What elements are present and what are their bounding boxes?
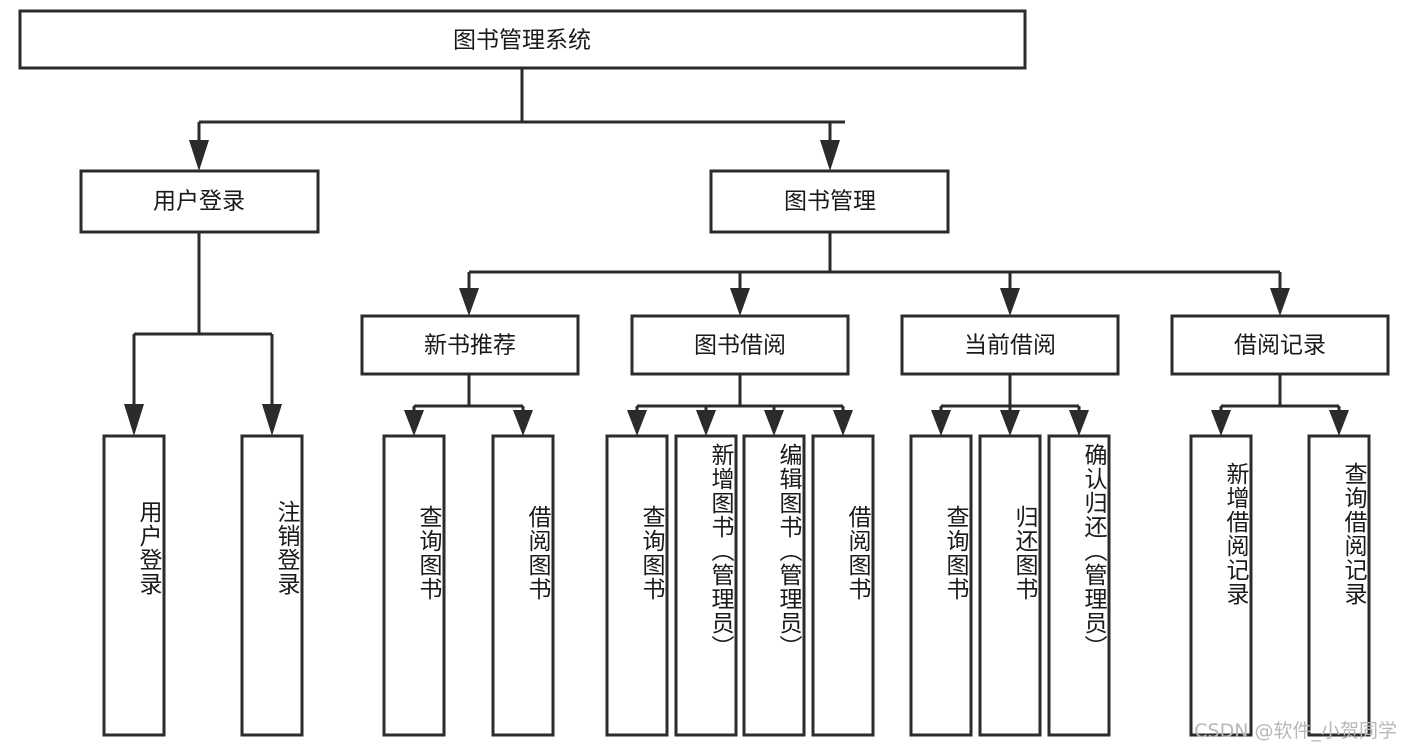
arrow-head-nb-leaf-1 [404, 410, 424, 436]
node-borrow-record-box[interactable] [1170, 314, 1390, 376]
node-new-book-recommend-label: 新书推荐 [424, 333, 516, 359]
node-new-book-recommend[interactable]: 新书推荐 [360, 314, 580, 376]
arrow-head-cb-leaf-3 [1069, 410, 1089, 436]
arrow-head-bb-leaf-4 [833, 410, 853, 436]
leaf-box-current-borrow-2[interactable] [978, 434, 1042, 737]
arrow-head-br-leaf-1 [1211, 410, 1231, 436]
node-root-label: 图书管理系统 [453, 28, 591, 54]
leaf-box-new-book-2[interactable] [491, 434, 555, 737]
watermark-text: CSDN @软件_小贺同学 [1194, 720, 1397, 742]
node-user-login[interactable]: 用户登录 [79, 169, 320, 234]
node-root-box[interactable] [18, 9, 1027, 70]
arrow-head-leaf-user-login [124, 404, 144, 436]
arrow-head-new-book [459, 288, 479, 316]
connector-group-root [189, 68, 845, 171]
leaf-box-book-borrow-2[interactable] [674, 434, 738, 737]
arrow-head-borrow-record [1270, 288, 1290, 316]
leaf-box-borrow-record-1[interactable] [1189, 434, 1253, 737]
leaf-box-book-borrow-1[interactable] [605, 434, 669, 737]
node-book-borrow-box[interactable] [630, 314, 850, 376]
arrow-head-bb-leaf-1 [627, 410, 647, 436]
leaf-box-borrow-record-2[interactable] [1307, 434, 1371, 737]
leaf-box-book-borrow-4[interactable] [811, 434, 875, 737]
connector-group-book-borrow [627, 374, 853, 436]
connector-group-book-mgmt [459, 232, 1290, 316]
node-current-borrow-box[interactable] [900, 314, 1120, 376]
node-book-borrow-label: 图书借阅 [694, 333, 786, 359]
node-book-management-label: 图书管理 [784, 189, 876, 215]
node-user-login-box[interactable] [79, 169, 320, 234]
node-current-borrow[interactable]: 当前借阅 [900, 314, 1120, 376]
arrow-head-book-borrow [730, 288, 750, 316]
node-book-management[interactable]: 图书管理 [709, 169, 950, 234]
node-current-borrow-label: 当前借阅 [964, 333, 1056, 359]
leaf-box-book-borrow-3[interactable] [742, 434, 806, 737]
node-book-borrow[interactable]: 图书借阅 [630, 314, 850, 376]
connector-group-user-login [124, 232, 282, 436]
connector-group-current-borrow [931, 374, 1089, 436]
node-user-login-label: 用户登录 [153, 189, 245, 215]
leaf-box-user-login-2[interactable] [240, 434, 304, 737]
connector-group-new-book [404, 374, 533, 436]
arrow-head-current-borrow [1000, 288, 1020, 316]
arrow-head-user-login [189, 140, 209, 171]
arrow-head-bb-leaf-2 [696, 410, 716, 436]
leaf-box-current-borrow-3[interactable] [1047, 434, 1111, 737]
arrow-head-br-leaf-2 [1329, 410, 1349, 436]
arrow-head-leaf-logout [262, 404, 282, 436]
node-new-book-recommend-box[interactable] [360, 314, 580, 376]
node-root[interactable]: 图书管理系统 [18, 9, 1027, 70]
arrow-head-nb-leaf-2 [513, 410, 533, 436]
leaf-box-current-borrow-1[interactable] [909, 434, 973, 737]
arrow-head-cb-leaf-2 [1000, 410, 1020, 436]
node-book-management-box[interactable] [709, 169, 950, 234]
connector-group-borrow-record [1211, 374, 1349, 436]
leaf-box-new-book-1[interactable] [382, 434, 446, 737]
leaf-box-user-login-1[interactable] [102, 434, 166, 737]
node-borrow-record[interactable]: 借阅记录 [1170, 314, 1390, 376]
arrow-head-bb-leaf-3 [764, 410, 784, 436]
node-borrow-record-label: 借阅记录 [1234, 333, 1326, 359]
arrow-head-cb-leaf-1 [931, 410, 951, 436]
arrow-head-book-mgmt [820, 140, 840, 171]
